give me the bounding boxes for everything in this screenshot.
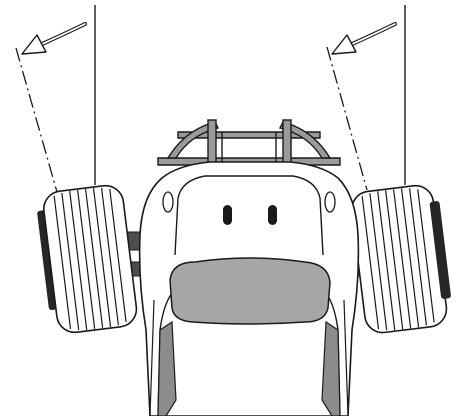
left-tire-tread [42, 184, 139, 335]
right-camber-axis-line [327, 47, 367, 190]
right-tire [350, 183, 455, 335]
left-a-pillar [158, 322, 176, 416]
camber-direction-arrows [22, 24, 395, 54]
left-headlight [223, 205, 232, 225]
left-mirror [163, 192, 173, 212]
left-tire [35, 184, 139, 336]
right-a-pillar [322, 322, 340, 416]
right-headlight [268, 205, 277, 225]
windshield [170, 258, 330, 324]
roll-cage-left-post [208, 120, 216, 166]
left-camber-axis-line [16, 48, 57, 192]
truck-body [140, 162, 359, 416]
left-camber-arrow-icon [22, 24, 85, 54]
roll-cage-right-post [283, 120, 291, 166]
right-camber-arrow-icon [332, 24, 395, 54]
roll-cage [158, 120, 340, 166]
right-mirror [325, 192, 335, 212]
